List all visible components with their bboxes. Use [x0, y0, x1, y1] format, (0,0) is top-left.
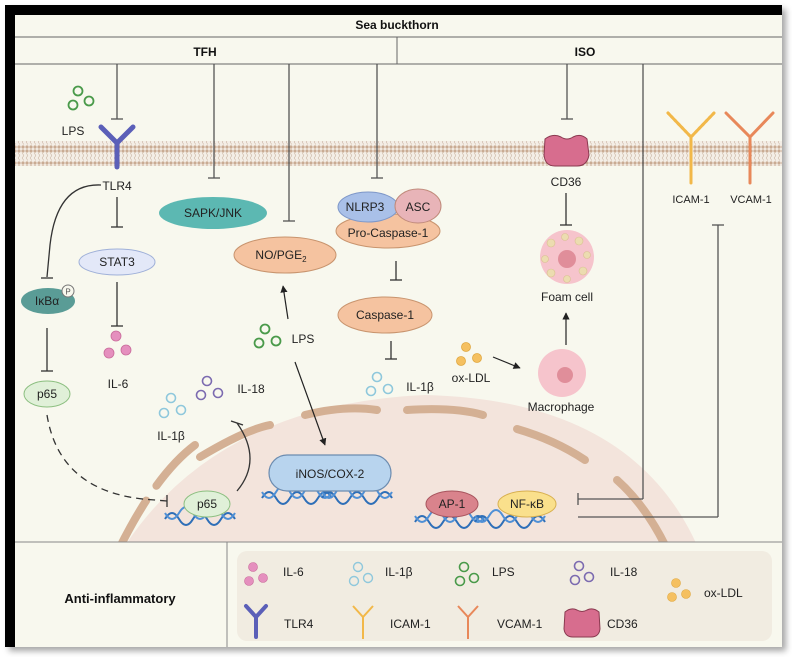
inos-cox2-label: iNOS/COX-2 [296, 467, 365, 481]
svg-text:ox-LDL: ox-LDL [704, 586, 743, 600]
svg-text:VCAM-1: VCAM-1 [497, 617, 543, 631]
legend-item-cd36: CD36 [563, 608, 638, 638]
sapk-jnk-label: SAPK/JNK [184, 206, 242, 220]
lps-top-label: LPS [62, 124, 85, 138]
no-pge2-label: NO/PGE2 [255, 248, 307, 264]
ikba-node [21, 288, 75, 314]
ikba-label: IκBα [35, 294, 59, 308]
lps-mid-label: LPS [292, 332, 315, 346]
stat3-node [78, 248, 156, 276]
caspase1-label: Caspase-1 [356, 308, 414, 322]
vcam1-label: VCAM-1 [730, 194, 772, 206]
asc-node [394, 188, 442, 224]
il1b-left-icon [158, 392, 187, 419]
legend-box [237, 551, 772, 641]
svg-text:IL-18: IL-18 [610, 565, 638, 579]
tlr4-label: TLR4 [102, 179, 132, 193]
macrophage-icon [538, 349, 586, 397]
ap1-label: AP-1 [439, 497, 466, 511]
macrophage-label: Macrophage [528, 400, 595, 414]
lps-top-icon [67, 85, 95, 111]
icam1-label: ICAM-1 [672, 194, 709, 206]
header-title: Sea buckthorn [355, 18, 438, 32]
nlrp3-label: NLRP3 [346, 200, 385, 214]
legend-item-lps: LPS [454, 561, 515, 587]
cell-membrane [15, 141, 782, 166]
legend-item-il1b: IL-1β [348, 561, 413, 587]
phospho-label: P [65, 288, 70, 297]
legend-item-tlr4: TLR4 [244, 604, 314, 639]
tlr4-receptor-icon [98, 124, 136, 170]
stat3-label: STAT3 [99, 255, 135, 269]
cd36-receptor-icon [543, 134, 590, 167]
p65-cytoplasm-label: p65 [37, 387, 57, 401]
ap1-node [425, 490, 479, 518]
svg-text:IL-1β: IL-1β [385, 565, 413, 579]
p65-nucleus-node [183, 490, 231, 518]
il6-icon [103, 330, 132, 359]
caspase1-node [337, 296, 433, 334]
ox-ldl-label: ox-LDL [452, 371, 491, 385]
legend-item-il6: IL-6 [244, 562, 304, 586]
tlr4-to-ikba-line [46, 184, 102, 278]
pro-caspase1-label: Pro-Caspase-1 [348, 226, 429, 240]
icam1-receptor-icon [666, 111, 716, 185]
foam-cell-label: Foam cell [541, 290, 593, 304]
p65-translocation-line [46, 414, 168, 502]
p65-cytoplasm-node [23, 380, 71, 408]
nucleus [113, 395, 705, 565]
ox-ldl-icon [456, 342, 482, 366]
p65-nucleus-label: p65 [197, 497, 217, 511]
il1b-left-label: IL-1β [157, 429, 185, 443]
vcam1-receptor-icon [724, 111, 775, 185]
legend-item-icam1: ICAM-1 [352, 605, 431, 639]
il18-label: IL-18 [237, 382, 265, 396]
il1b-mid-label: IL-1β [406, 380, 434, 394]
svg-text:CD36: CD36 [607, 617, 638, 631]
group-label-iso: ISO [575, 45, 596, 59]
footer-label: Anti-inflammatory [64, 591, 176, 606]
group-label-tfh: TFH [193, 45, 216, 59]
asc-label: ASC [406, 200, 431, 214]
legend-item-vcam1: VCAM-1 [457, 605, 543, 639]
svg-text:IL-6: IL-6 [283, 565, 304, 579]
il1b-mid-icon [365, 371, 394, 397]
legend-item-il18: IL-18 [569, 560, 638, 586]
phospho-icon [61, 284, 75, 298]
svg-text:TLR4: TLR4 [284, 617, 314, 631]
pathway-diagram: Sea buckthorn TFH ISO LPS TLR4 [15, 18, 782, 647]
foam-cell-icon [540, 230, 594, 284]
lps-mid-icon [253, 323, 282, 349]
footer: Anti-inflammatory IL-6 IL-1β LPS IL-18 o… [15, 541, 782, 647]
svg-text:LPS: LPS [492, 565, 515, 579]
no-pge2-node [233, 236, 337, 274]
inos-cox2-node [268, 454, 392, 492]
il6-label: IL-6 [108, 377, 129, 391]
figure-frame: Sea buckthorn TFH ISO LPS TLR4 [5, 5, 782, 647]
cd36-label: CD36 [551, 175, 582, 189]
nfkb-node [497, 490, 557, 518]
inhibition-lines [111, 64, 724, 518]
legend-item-ox-ldl: ox-LDL [667, 578, 743, 602]
nfkb-label: NF-κB [510, 497, 544, 511]
svg-text:ICAM-1: ICAM-1 [390, 617, 431, 631]
sapk-jnk-node [159, 197, 267, 229]
il18-icon [195, 375, 224, 401]
header: Sea buckthorn TFH ISO [15, 18, 782, 65]
diagram-canvas: Sea buckthorn TFH ISO LPS TLR4 [15, 15, 782, 647]
